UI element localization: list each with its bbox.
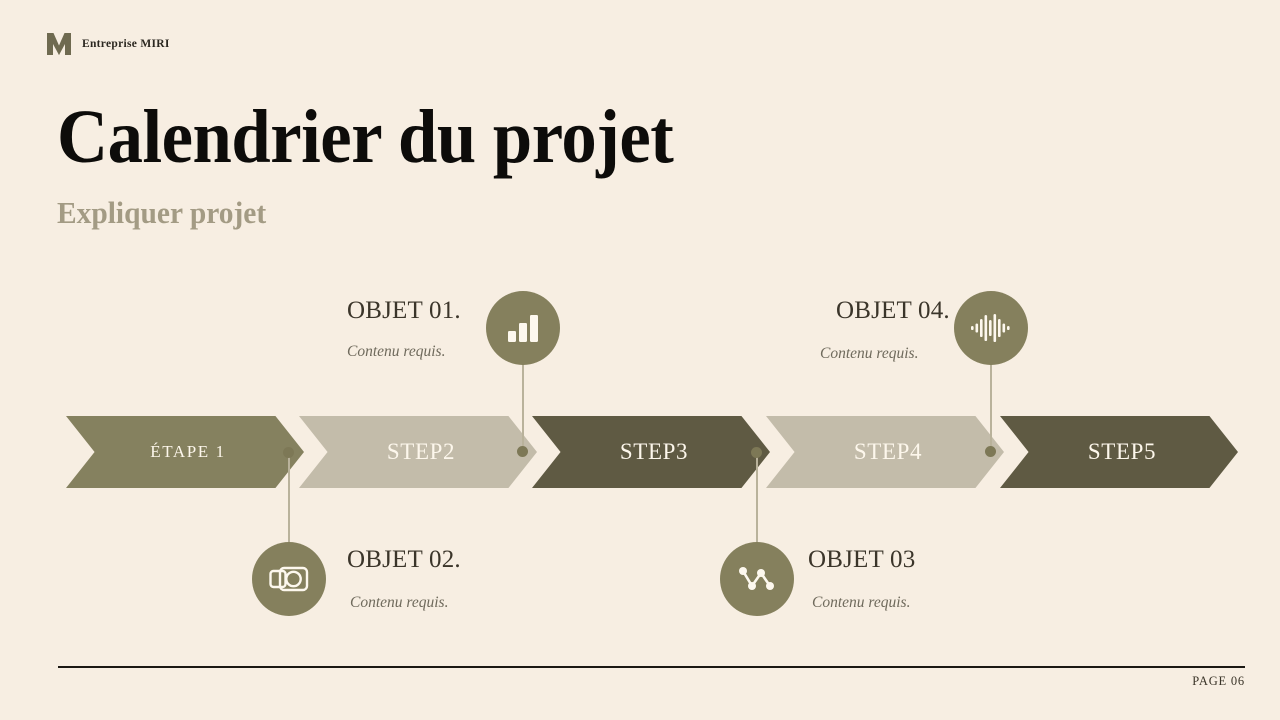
objective-title-2: OBJET 02. bbox=[347, 546, 461, 573]
objective-subtitle-3: Contenu requis. bbox=[812, 594, 911, 611]
step-chevron-5[interactable]: STEP5 bbox=[1000, 416, 1238, 488]
objective-badge-2[interactable] bbox=[252, 542, 326, 616]
objective-subtitle-1: Contenu requis. bbox=[347, 343, 446, 360]
objective-badge-4[interactable] bbox=[954, 291, 1028, 365]
brand-name: Entreprise MIRI bbox=[82, 38, 170, 50]
objective-badge-3[interactable] bbox=[720, 542, 794, 616]
waveform-icon bbox=[971, 314, 1010, 342]
network-icon bbox=[739, 567, 774, 590]
step-chevron-2[interactable]: STEP2 bbox=[299, 416, 537, 488]
objective-title-4: OBJET 04. bbox=[836, 297, 950, 324]
page-title: Calendrier du projet bbox=[57, 95, 674, 179]
connector-stem-3 bbox=[756, 456, 758, 543]
footer-divider bbox=[58, 666, 1245, 668]
page-subtitle: Expliquer projet bbox=[57, 195, 267, 230]
m-logo-icon bbox=[47, 33, 71, 55]
brand-logo: Entreprise MIRI bbox=[47, 33, 170, 55]
objective-subtitle-4: Contenu requis. bbox=[820, 345, 919, 362]
step-chevron-1[interactable]: ÉTAPE 1 bbox=[66, 416, 304, 488]
objective-badge-1[interactable] bbox=[486, 291, 560, 365]
connector-dot-4 bbox=[985, 446, 996, 457]
step-label-4: STEP4 bbox=[853, 439, 923, 464]
connector-stem-1 bbox=[522, 362, 524, 452]
page-number: PAGE 06 bbox=[1192, 674, 1245, 688]
bar-chart-icon bbox=[508, 315, 538, 342]
step-label-3: STEP3 bbox=[619, 439, 689, 464]
step-label-5: STEP5 bbox=[1087, 439, 1157, 464]
connector-stem-4 bbox=[990, 362, 992, 452]
objective-title-1: OBJET 01. bbox=[347, 297, 461, 324]
step-label-2: STEP2 bbox=[386, 439, 456, 464]
connector-dot-2 bbox=[283, 447, 294, 458]
step-chevron-4[interactable]: STEP4 bbox=[766, 416, 1004, 488]
objective-subtitle-2: Contenu requis. bbox=[350, 594, 449, 611]
camera-icon bbox=[269, 566, 309, 592]
step-chevron-3[interactable]: STEP3 bbox=[532, 416, 770, 488]
connector-dot-3 bbox=[751, 447, 762, 458]
connector-stem-2 bbox=[288, 456, 290, 543]
connector-dot-1 bbox=[517, 446, 528, 457]
objective-title-3: OBJET 03 bbox=[808, 546, 916, 573]
step-label-1: ÉTAPE 1 bbox=[150, 442, 226, 461]
